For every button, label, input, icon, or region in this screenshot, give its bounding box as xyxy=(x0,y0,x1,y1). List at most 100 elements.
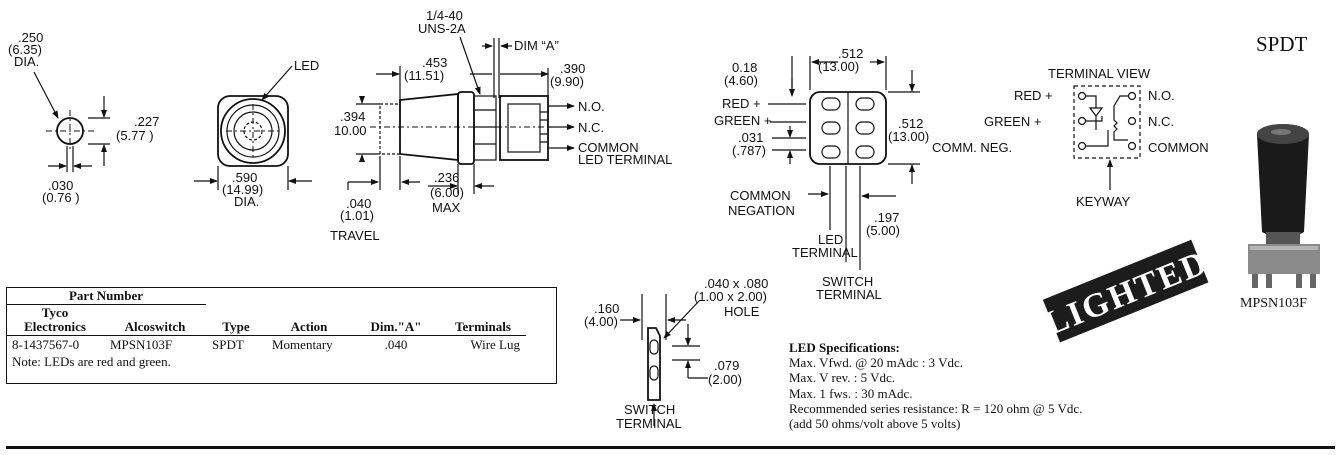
table-row: 8-1437567-0 MPSN103F SPDT Momentary .040… xyxy=(6,336,526,354)
terminal-nc: N.C. xyxy=(1148,114,1174,129)
front-gap-in: .030 xyxy=(48,178,73,193)
side-travel-word: TRAVEL xyxy=(330,228,380,243)
terminal-green: GREEN + xyxy=(984,114,1041,129)
side-thread-1: 1/4-40 xyxy=(426,8,463,23)
table-cell: Momentary xyxy=(272,337,333,352)
bottom-w-in: .512 xyxy=(838,46,863,61)
st-hole-1: .040 x .080 xyxy=(704,276,768,291)
bottom-led-2: TERMINAL xyxy=(792,245,858,260)
terminal-keyway: KEYWAY xyxy=(1076,194,1131,209)
terminal-red: RED + xyxy=(1014,88,1053,103)
side-max-word: MAX xyxy=(432,200,461,215)
col-header: Terminals xyxy=(455,319,511,334)
bottom-red: RED + xyxy=(722,96,761,111)
side-dim-a: DIM “A” xyxy=(514,38,559,53)
front-dia-in: .250 xyxy=(18,30,43,45)
side-hgt-in: .394 xyxy=(340,109,365,124)
terminal-common: COMMON xyxy=(1148,140,1209,155)
front-dia-mm: (6.35) xyxy=(8,42,42,57)
table-note: Note: LEDs are red and green. xyxy=(12,354,171,369)
led-spec-heading: LED Specifications: xyxy=(789,340,900,355)
st-hole-2: (1.00 x 2.00) xyxy=(694,289,767,304)
side-term-nc: N.C. xyxy=(578,120,604,135)
bottom-sw-2: TERMINAL xyxy=(816,287,882,302)
led-spec-line: Max. 1 fws. : 30 mAdc. xyxy=(789,385,913,401)
bottom-sw-1: SWITCH xyxy=(822,274,873,289)
table-cell: .040 xyxy=(384,337,408,352)
bottom-common-1: COMMON xyxy=(730,188,791,203)
bottom-rule xyxy=(6,446,1335,449)
bottom-sp-mm: (.787) xyxy=(732,143,766,158)
side-term-common: COMMON xyxy=(578,140,639,155)
table-frame xyxy=(6,287,557,384)
front-offset-mm: (5.77 ) xyxy=(116,128,154,143)
led-spec-line: Recommended series resistance: R = 120 o… xyxy=(789,400,1083,416)
st-label-1: SWITCH xyxy=(624,402,675,417)
front-dia-word: DIA. xyxy=(14,54,39,69)
st-label-2: TERMINAL xyxy=(616,416,682,431)
side-hgt-mm: 10.00 xyxy=(334,123,367,138)
side-len-mm: (11.51) xyxy=(404,68,444,83)
side-travel-in: .040 xyxy=(346,196,371,211)
bottom-common-2: NEGATION xyxy=(728,203,795,218)
bottom-p-in: .197 xyxy=(874,210,899,225)
front-offset-in: .227 xyxy=(134,114,159,129)
col-header: Type xyxy=(222,319,250,334)
lighted-stamp: LIGHTED xyxy=(1040,239,1214,343)
part-number-table: Part Number Tyco Electronics Alcoswitch … xyxy=(6,288,526,370)
side-bush-in: .390 xyxy=(560,61,585,76)
st-t-mm: (2.00) xyxy=(708,372,742,387)
page-title: SPDT xyxy=(1256,32,1308,56)
table-group-header: Part Number xyxy=(6,288,206,305)
bottom-pin-in: 0.18 xyxy=(732,60,757,75)
col-header: Tyco Electronics xyxy=(24,305,86,334)
st-w-mm: (4.00) xyxy=(584,314,618,329)
side-thread-2: UNS-2A xyxy=(418,21,466,36)
col-header: Dim."A" xyxy=(370,319,422,334)
side-max-mm: (6.00) xyxy=(430,185,464,200)
table-cell: SPDT xyxy=(212,337,244,352)
side-term-led: LED TERMINAL xyxy=(578,152,672,167)
side-max-in: .236 xyxy=(434,170,459,185)
table-cell: 8-1437567-0 xyxy=(12,337,80,352)
bottom-p-mm: (5.00) xyxy=(866,223,900,238)
col-header: Action xyxy=(290,319,328,334)
side-view: 1/4-40 UNS-2A DIM “A” .453 (11.51) .390 … xyxy=(330,8,672,243)
front-gap-mm: (0.76 ) xyxy=(42,190,80,205)
body-led-label: LED xyxy=(294,58,319,73)
switch-terminal-detail: .160 (4.00) .040 x .080 (1.00 x 2.00) HO… xyxy=(584,276,768,431)
col-header: Alcoswitch xyxy=(124,319,186,334)
side-bush-mm: (9.90) xyxy=(550,74,584,89)
st-w-in: .160 xyxy=(594,301,619,316)
led-spec-line: Max. Vfwd. @ 20 mAdc : 3 Vdc. xyxy=(789,355,963,371)
led-spec-line: Max. V rev. : 5 Vdc. xyxy=(789,370,896,386)
led-specifications: LED Specifications: Max. Vfwd. @ 20 mAdc… xyxy=(789,340,1082,431)
st-hole-3: HOLE xyxy=(724,304,760,319)
table-cell: Wire Lug xyxy=(470,337,520,352)
bottom-green: GREEN + xyxy=(714,113,771,128)
bottom-led-1: LED xyxy=(818,232,843,247)
terminal-comm: COMM. NEG. xyxy=(932,140,1012,155)
side-term-no: N.O. xyxy=(578,99,605,114)
terminal-view: TERMINAL VIEW RED + GREEN + COMM. NEG. N… xyxy=(932,66,1209,209)
bottom-pin-mm: (4.60) xyxy=(724,73,758,88)
bottom-h-in: .512 xyxy=(898,116,923,131)
bottom-w-mm: (13.00) xyxy=(818,59,859,74)
body-front-view: LED .590 (14.99) DIA. xyxy=(194,58,319,209)
body-width-in: .590 xyxy=(232,170,257,185)
front-view: .250 (6.35) DIA. .227 (5.77 ) .030 (0.76… xyxy=(8,30,159,205)
product-photo xyxy=(1248,124,1320,288)
bottom-view: .512 (13.00) 0.18 (4.60) RED + GREEN + .… xyxy=(714,46,929,302)
body-width-word: DIA. xyxy=(234,194,259,209)
bottom-sp-in: .031 xyxy=(738,130,763,145)
side-travel-mm: (1.01) xyxy=(340,208,374,223)
st-t-in: .079 xyxy=(714,358,739,373)
bottom-h-mm: (13.00) xyxy=(888,129,929,144)
side-len-in: .453 xyxy=(422,55,447,70)
table-cell: MPSN103F xyxy=(110,337,173,352)
terminal-no: N.O. xyxy=(1148,88,1175,103)
product-label: MPSN103F xyxy=(1240,296,1307,311)
body-width-mm: (14.99) xyxy=(222,182,263,197)
terminal-title: TERMINAL VIEW xyxy=(1048,66,1151,81)
